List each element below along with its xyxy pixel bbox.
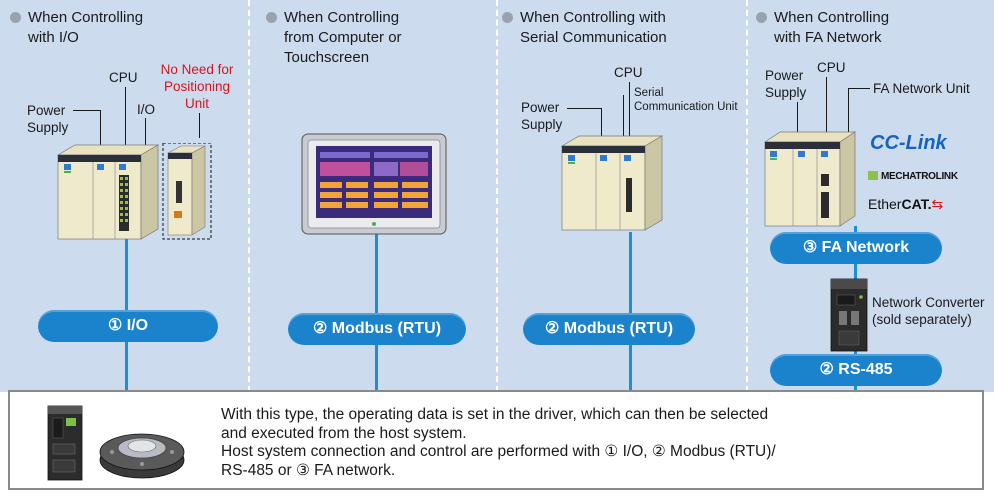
column-divider xyxy=(746,0,748,392)
io-label: I/O xyxy=(137,102,156,117)
fa-network-unit-label: FA Network Unit xyxy=(873,81,970,96)
cpu-label: CPU xyxy=(614,65,643,80)
mechatrolink-icon xyxy=(868,171,878,180)
io-pill: ① I/O xyxy=(38,310,218,342)
connection-line-modbus xyxy=(375,232,378,392)
cc-link-logo: CC-Link xyxy=(870,132,947,154)
fa-network-pill: ③ FA Network xyxy=(770,232,942,264)
description-line: and executed from the host system. xyxy=(221,424,467,442)
leader-line xyxy=(629,82,630,138)
rs485-pill: ② RS-485 xyxy=(770,354,942,386)
leader-line xyxy=(848,88,849,134)
driver-motor-illustration xyxy=(47,405,185,481)
mechatrolink-logo: MECHATROLINK xyxy=(868,171,958,182)
arrow-icon: ⇆ xyxy=(931,196,944,212)
heading-io: When Controlling with I/O xyxy=(10,8,143,48)
description-line: With this type, the operating data is se… xyxy=(221,406,769,423)
heading-computer: When Controlling from Computer or Touchs… xyxy=(266,8,402,68)
leader-line xyxy=(199,113,200,138)
connection-line-serial xyxy=(629,232,632,392)
description-text: With this type, the operating data is se… xyxy=(221,406,981,480)
cpu-label: CPU xyxy=(109,70,138,85)
bullet-icon xyxy=(756,12,767,23)
description-line: Host system connection and control are p… xyxy=(221,443,776,460)
modbus-pill: ② Modbus (RTU) xyxy=(523,313,695,345)
leader-line xyxy=(797,102,798,134)
network-converter-label: Network Converter(sold separately) xyxy=(872,295,985,327)
column-divider xyxy=(496,0,498,392)
modbus-pill: ② Modbus (RTU) xyxy=(288,313,466,345)
plc-fa-illustration xyxy=(763,131,857,227)
leader-line xyxy=(623,95,624,138)
bullet-icon xyxy=(266,12,277,23)
leader-line xyxy=(826,77,827,134)
cpu-label: CPU xyxy=(817,60,846,75)
touchscreen-illustration xyxy=(301,133,447,235)
bullet-icon xyxy=(502,12,513,23)
plc-serial-illustration xyxy=(560,135,664,231)
plc-io-illustration xyxy=(56,143,212,240)
leader-line xyxy=(73,110,100,111)
heading-serial: When Controlling with Serial Communicati… xyxy=(502,8,667,48)
description-line: RS-485 or ③ FA network. xyxy=(221,461,396,479)
leader-line xyxy=(848,88,870,89)
leader-line xyxy=(100,110,101,146)
network-converter-illustration xyxy=(830,278,868,352)
leader-line xyxy=(567,108,601,109)
leader-line xyxy=(145,118,146,147)
bullet-icon xyxy=(10,12,21,23)
leader-line xyxy=(601,108,602,138)
heading-fa-network: When Controlling with FA Network xyxy=(756,8,889,48)
column-divider xyxy=(248,0,250,392)
ethercat-logo: EtherCAT.⇆ xyxy=(868,196,944,212)
leader-line xyxy=(125,87,126,147)
